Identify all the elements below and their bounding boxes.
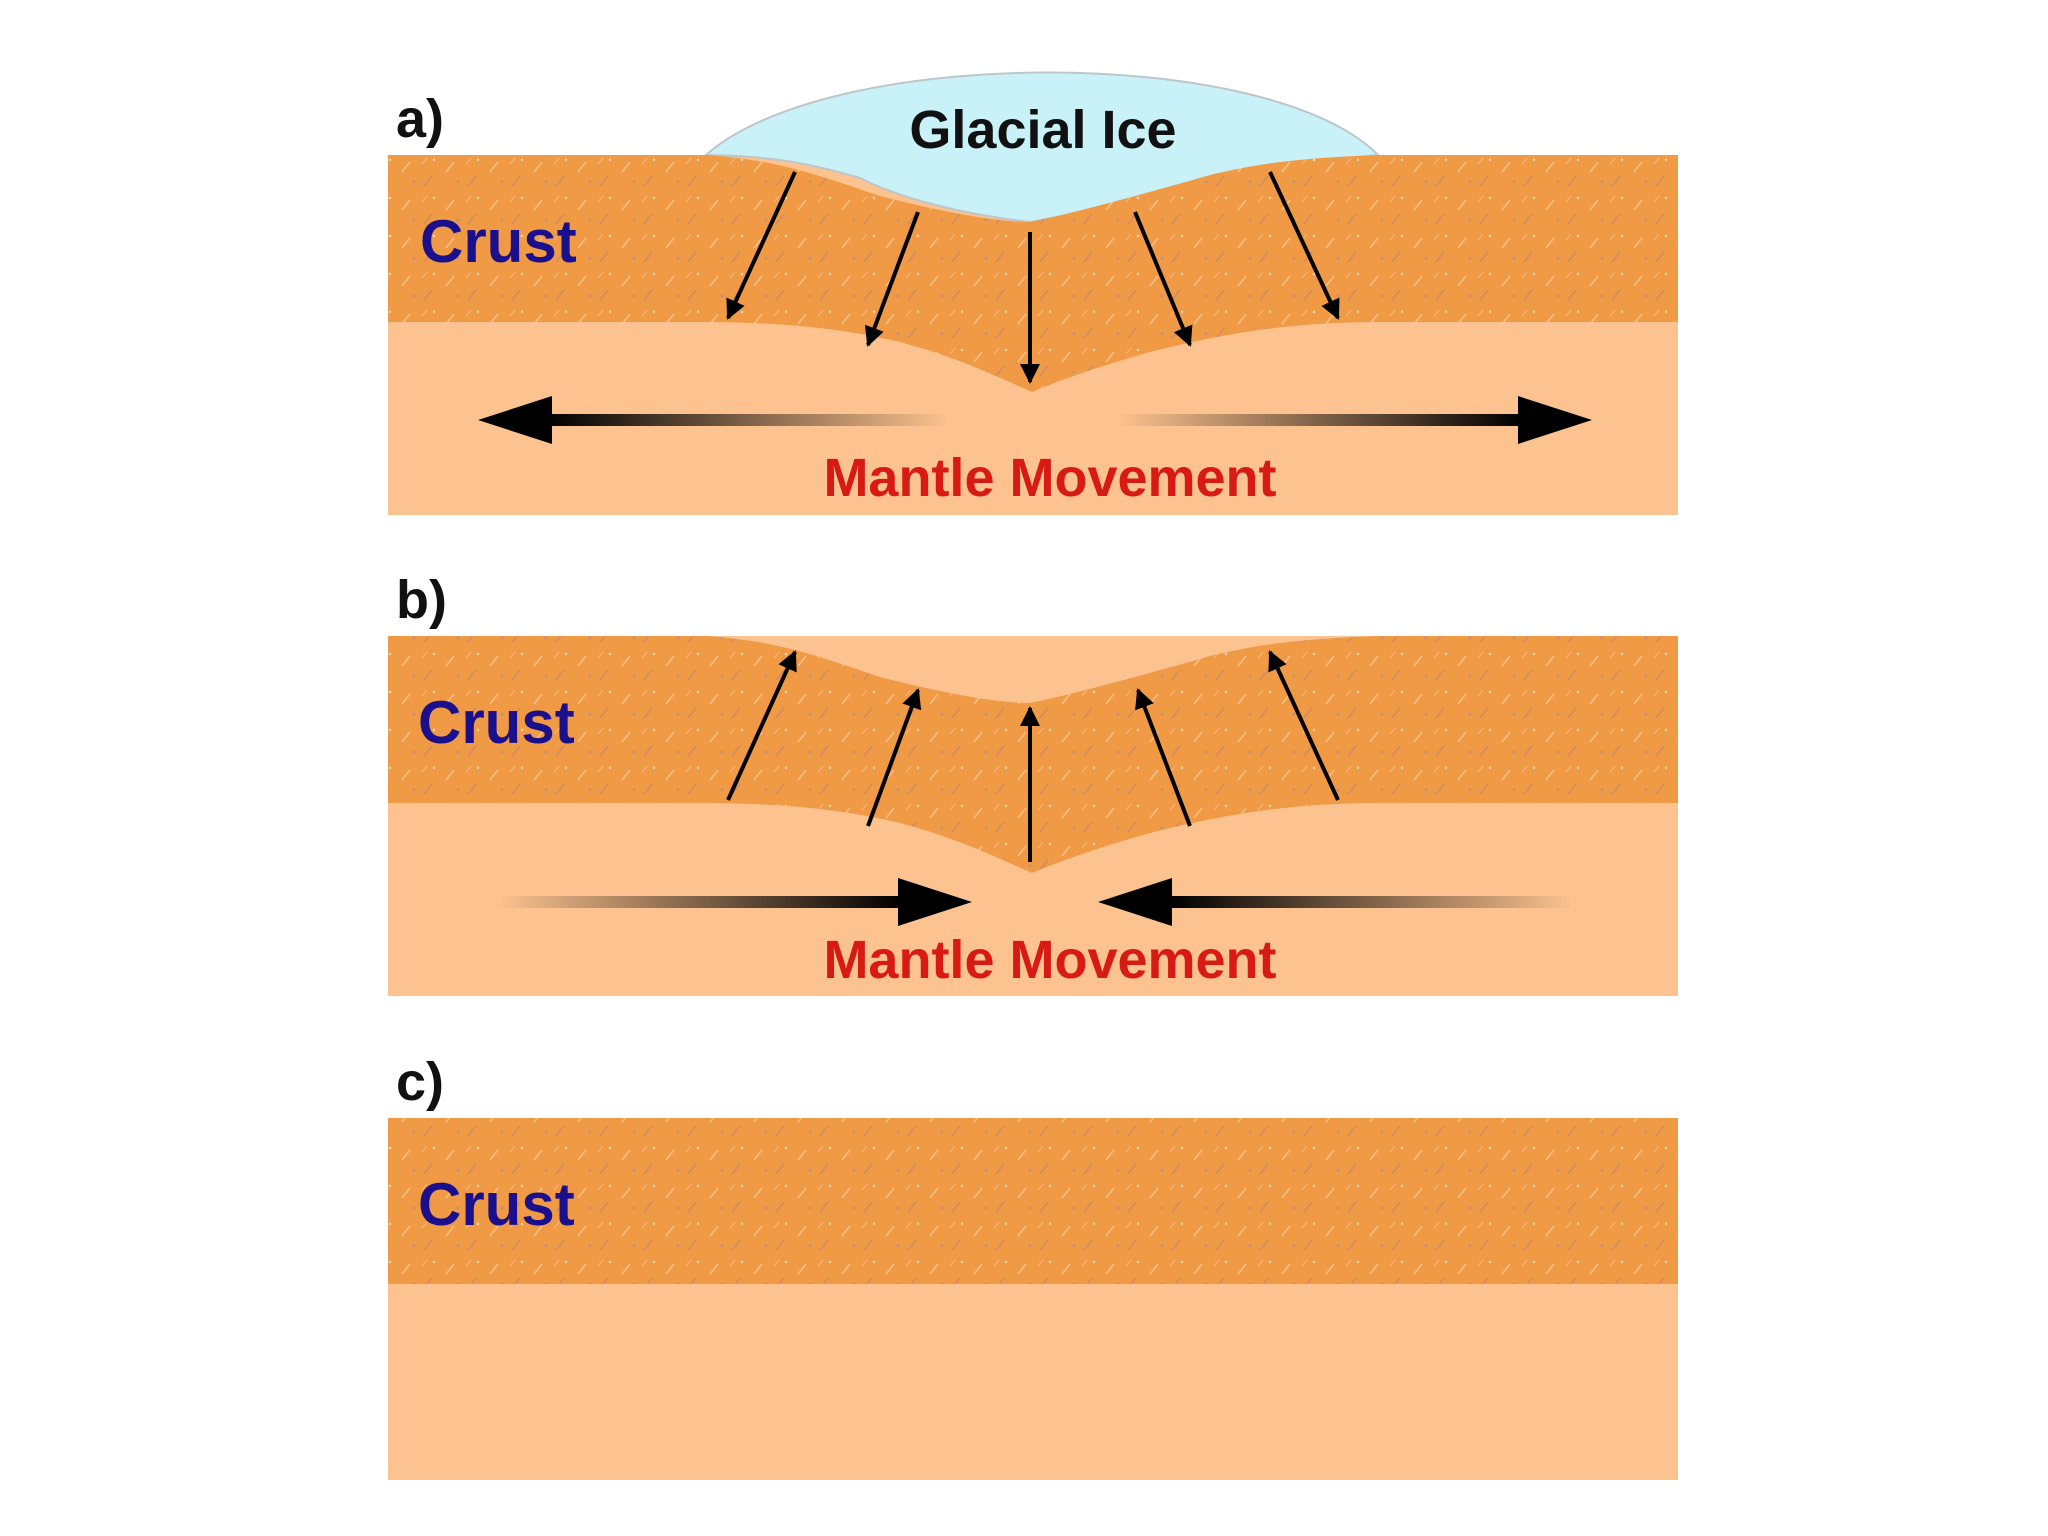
panel-letter: c) [396,1052,444,1112]
crust-down-arrow [1133,211,1193,347]
crust-layer [388,636,1678,873]
mantle-movement-label: Mantle Movement [823,930,1276,990]
mantle-flow-arrow-inward-right [1098,878,1572,926]
crust-label: Crust [418,689,575,756]
panel-b: b) Crust Mantle Movement [388,570,1678,996]
panel-a: a) Crust Glacial Ice Mantle Movement [388,71,1678,515]
crust-down-arrow [864,211,920,347]
crust-layer [388,155,1678,392]
mantle-flow-arrow-inward-left [498,878,972,926]
crust-down-arrow [726,171,797,320]
crust-up-arrow [1135,688,1192,827]
mantle-flow-arrow-right [1118,396,1592,444]
crust-up-arrow [726,650,797,801]
crust-label: Crust [420,208,577,275]
panel-letter: b) [396,570,447,630]
crust-up-arrow [1268,650,1340,801]
mantle-movement-label: Mantle Movement [823,448,1276,508]
crust-layer [388,1118,1678,1284]
glacial-ice-label: Glacial Ice [909,100,1176,160]
panel-letter: a) [396,89,444,149]
panel-c: c) Crust [388,1052,1678,1480]
crust-up-arrow [866,688,922,827]
crust-label: Crust [418,1171,575,1238]
crust-down-arrow [1268,171,1340,320]
mantle-flow-arrow-left [478,396,948,444]
